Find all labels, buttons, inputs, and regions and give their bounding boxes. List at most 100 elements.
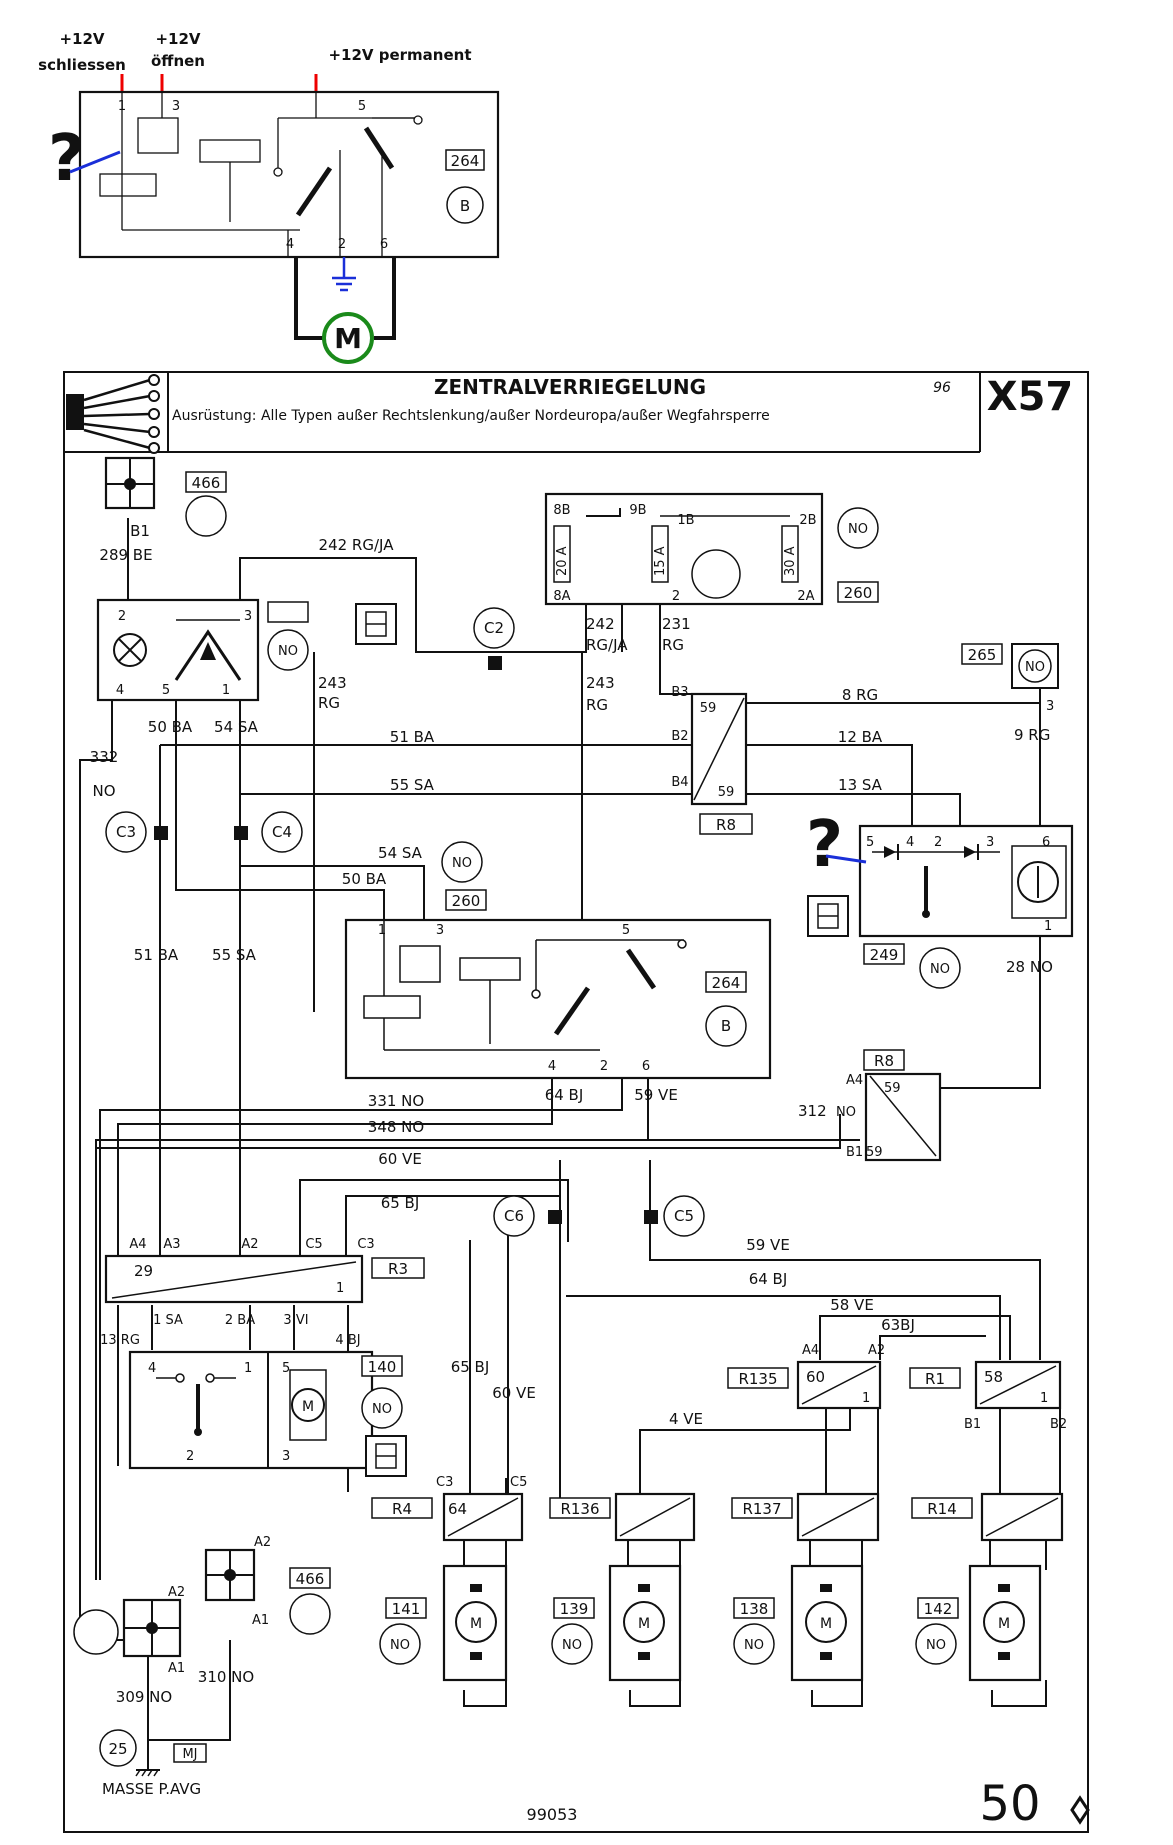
diagram-frame	[63, 371, 1089, 1833]
w243a-label: 243	[318, 674, 347, 692]
c2-marker	[488, 656, 502, 670]
c265-no-label: NO	[1025, 660, 1045, 675]
w59-label: 59 VE	[634, 1086, 678, 1104]
r4-relay	[442, 1492, 524, 1542]
c466-top-frame	[185, 471, 227, 493]
top-inset: +12V schliessen +12V öffnen +12V permane…	[38, 30, 500, 364]
relay264-contact-1	[553, 986, 591, 1036]
w242-top-label: 242 RG/JA	[319, 536, 395, 554]
door-icon	[355, 603, 397, 645]
c249-label: 249	[870, 946, 899, 964]
c4-circle	[261, 811, 303, 853]
inset-pin-5: 5	[358, 99, 366, 114]
w243b-label: 243	[586, 674, 615, 692]
r8-lower-pin-59b: 59	[866, 1145, 883, 1160]
m249-pin-4: 4	[906, 835, 914, 850]
m249-pin-5: 5	[866, 835, 874, 850]
ws-motor-letter: M	[302, 1399, 314, 1415]
c249-no-label: NO	[930, 962, 950, 977]
w4ve-label: 4 VE	[669, 1410, 703, 1428]
fuse-no-circle	[837, 507, 879, 549]
c6-marker	[548, 1210, 562, 1224]
w50ba2-label: 50 BA	[342, 870, 387, 888]
r14-frame	[911, 1497, 973, 1519]
c264-label: 264	[712, 974, 741, 992]
motor-icon	[322, 312, 374, 364]
supply-close-line1: +12V	[59, 30, 104, 48]
c140-frame	[361, 1355, 403, 1377]
w60-label: 60 VE	[378, 1150, 422, 1168]
w65-label: 65 BJ	[381, 1194, 420, 1212]
motor-138-no-circle	[733, 1623, 775, 1665]
w2ba-label: 2 BA	[225, 1313, 255, 1328]
motor-141-no-circle	[379, 1623, 421, 1665]
r4-pin-c5: C5	[510, 1475, 527, 1490]
w55v-label: 55 SA	[212, 946, 257, 964]
fuse-pin-1b: 1B	[677, 513, 694, 528]
r1-pin-1: 1	[1040, 1391, 1048, 1406]
w9-label: 9 RG	[1014, 726, 1050, 744]
relay264-pin-1: 1	[378, 923, 386, 938]
motor-142-letter: M	[998, 1616, 1010, 1632]
fuse-code-frame	[837, 581, 879, 603]
m249-pin-2: 2	[934, 835, 942, 850]
m249-pin-6: 6	[1042, 835, 1050, 850]
inset-question-pointer	[69, 150, 121, 174]
c260-frame	[445, 889, 487, 911]
w312-no-label: NO	[836, 1105, 856, 1120]
switch-blank-tag	[267, 601, 309, 623]
relay264-pin-6: 6	[642, 1059, 650, 1074]
w63-label: 63BJ	[881, 1316, 915, 1334]
c264-frame	[705, 971, 747, 993]
r136-label: R136	[560, 1500, 599, 1518]
diagram-subtitle: Ausrüstung: Alle Typen außer Rechtslenku…	[172, 408, 770, 424]
c3-circle	[105, 811, 147, 853]
r8-label: R8	[716, 816, 736, 834]
w13rg-label: 13 RG	[100, 1333, 140, 1348]
c6-circle	[493, 1195, 535, 1237]
ground-point-label: 25	[108, 1740, 127, 1758]
r137-relay	[796, 1492, 880, 1542]
r8-frame	[699, 813, 753, 835]
fuse-15a: 15 A	[653, 546, 668, 576]
motor-141-no-label: NO	[390, 1638, 410, 1653]
connector-a2-left	[122, 1598, 182, 1658]
w64-label: 64 BJ	[545, 1086, 584, 1104]
w54sa-label: 54 SA	[214, 718, 259, 736]
ws-pin-4: 4	[148, 1361, 156, 1376]
r14-label: R14	[927, 1500, 957, 1518]
motor-138	[790, 1564, 864, 1682]
w3vi-label: 3 VI	[283, 1313, 308, 1328]
connector-logo-icon	[66, 374, 160, 454]
connector-b1	[104, 456, 156, 510]
w12-label: 12 BA	[838, 728, 883, 746]
supply-close-line2: schliessen	[38, 56, 126, 74]
supply-open-line1: +12V	[155, 30, 200, 48]
c466-top-circle	[185, 495, 227, 537]
w309-label: 309 NO	[116, 1688, 172, 1706]
fuse-pin-2: 2	[672, 589, 680, 604]
fuse-pin-2a: 2A	[797, 589, 814, 604]
brand-logo-icon	[1070, 1795, 1090, 1825]
fuse-pin-8b: 8B	[553, 503, 570, 518]
c260-label: 260	[452, 892, 481, 910]
doc-number: 99053	[527, 1805, 578, 1824]
r8-pin-59a: 59	[700, 701, 717, 716]
r4-pin-64: 64	[448, 1500, 467, 1518]
c140-label: 140	[368, 1358, 397, 1376]
pin-a1-right: A1	[252, 1613, 269, 1628]
c265-no-circle	[1018, 649, 1052, 683]
ground-hatch	[135, 1769, 160, 1777]
w243ab-label: RG	[318, 694, 340, 712]
w51v-label: 51 BA	[134, 946, 179, 964]
motor-141-label: 141	[392, 1600, 421, 1618]
r3-pin-a2: A2	[241, 1237, 258, 1252]
r3-relay-bar	[104, 1254, 364, 1304]
r136-relay	[614, 1492, 696, 1542]
c265-label: 265	[968, 646, 997, 664]
r3-pin-a3: A3	[163, 1237, 180, 1252]
c140-no-label: NO	[372, 1402, 392, 1417]
w54sa2-label: 54 SA	[378, 844, 423, 862]
r135-frame	[727, 1367, 789, 1389]
r135-relay	[796, 1360, 882, 1410]
